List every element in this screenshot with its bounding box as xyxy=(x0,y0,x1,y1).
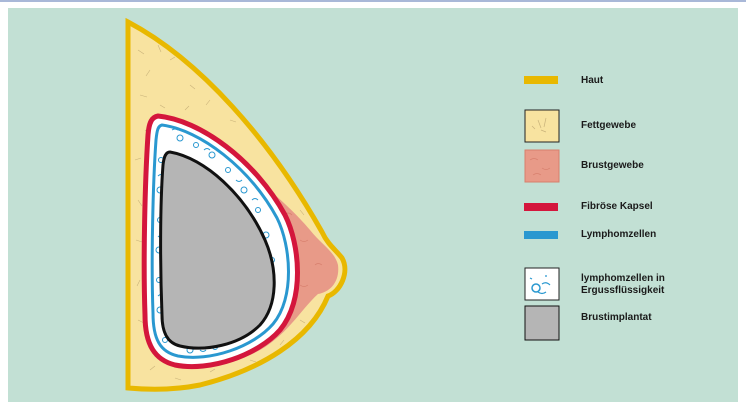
capsule-swatch xyxy=(524,203,558,211)
legend-label-skin: Haut xyxy=(581,75,603,87)
legend-label-effusion-cells: lymphomzellen in Ergussflüssigkeit xyxy=(581,273,701,297)
fat-tissue-swatch xyxy=(525,110,559,142)
lymph-cells-swatch xyxy=(524,231,558,239)
skin-swatch xyxy=(524,76,558,84)
legend-label-breast-tissue: Brustgewebe xyxy=(581,160,644,172)
legend-label-implant: Brustimplantat xyxy=(581,312,652,324)
legend-label-capsule: Fibröse Kapsel xyxy=(581,201,653,213)
legend-label-lymph-cells: Lymphomzellen xyxy=(581,229,656,241)
breast-tissue-swatch xyxy=(525,150,559,182)
implant-swatch xyxy=(525,306,559,340)
legend-label-fat: Fettgewebe xyxy=(581,120,636,132)
effusion-cells-swatch xyxy=(525,268,559,300)
